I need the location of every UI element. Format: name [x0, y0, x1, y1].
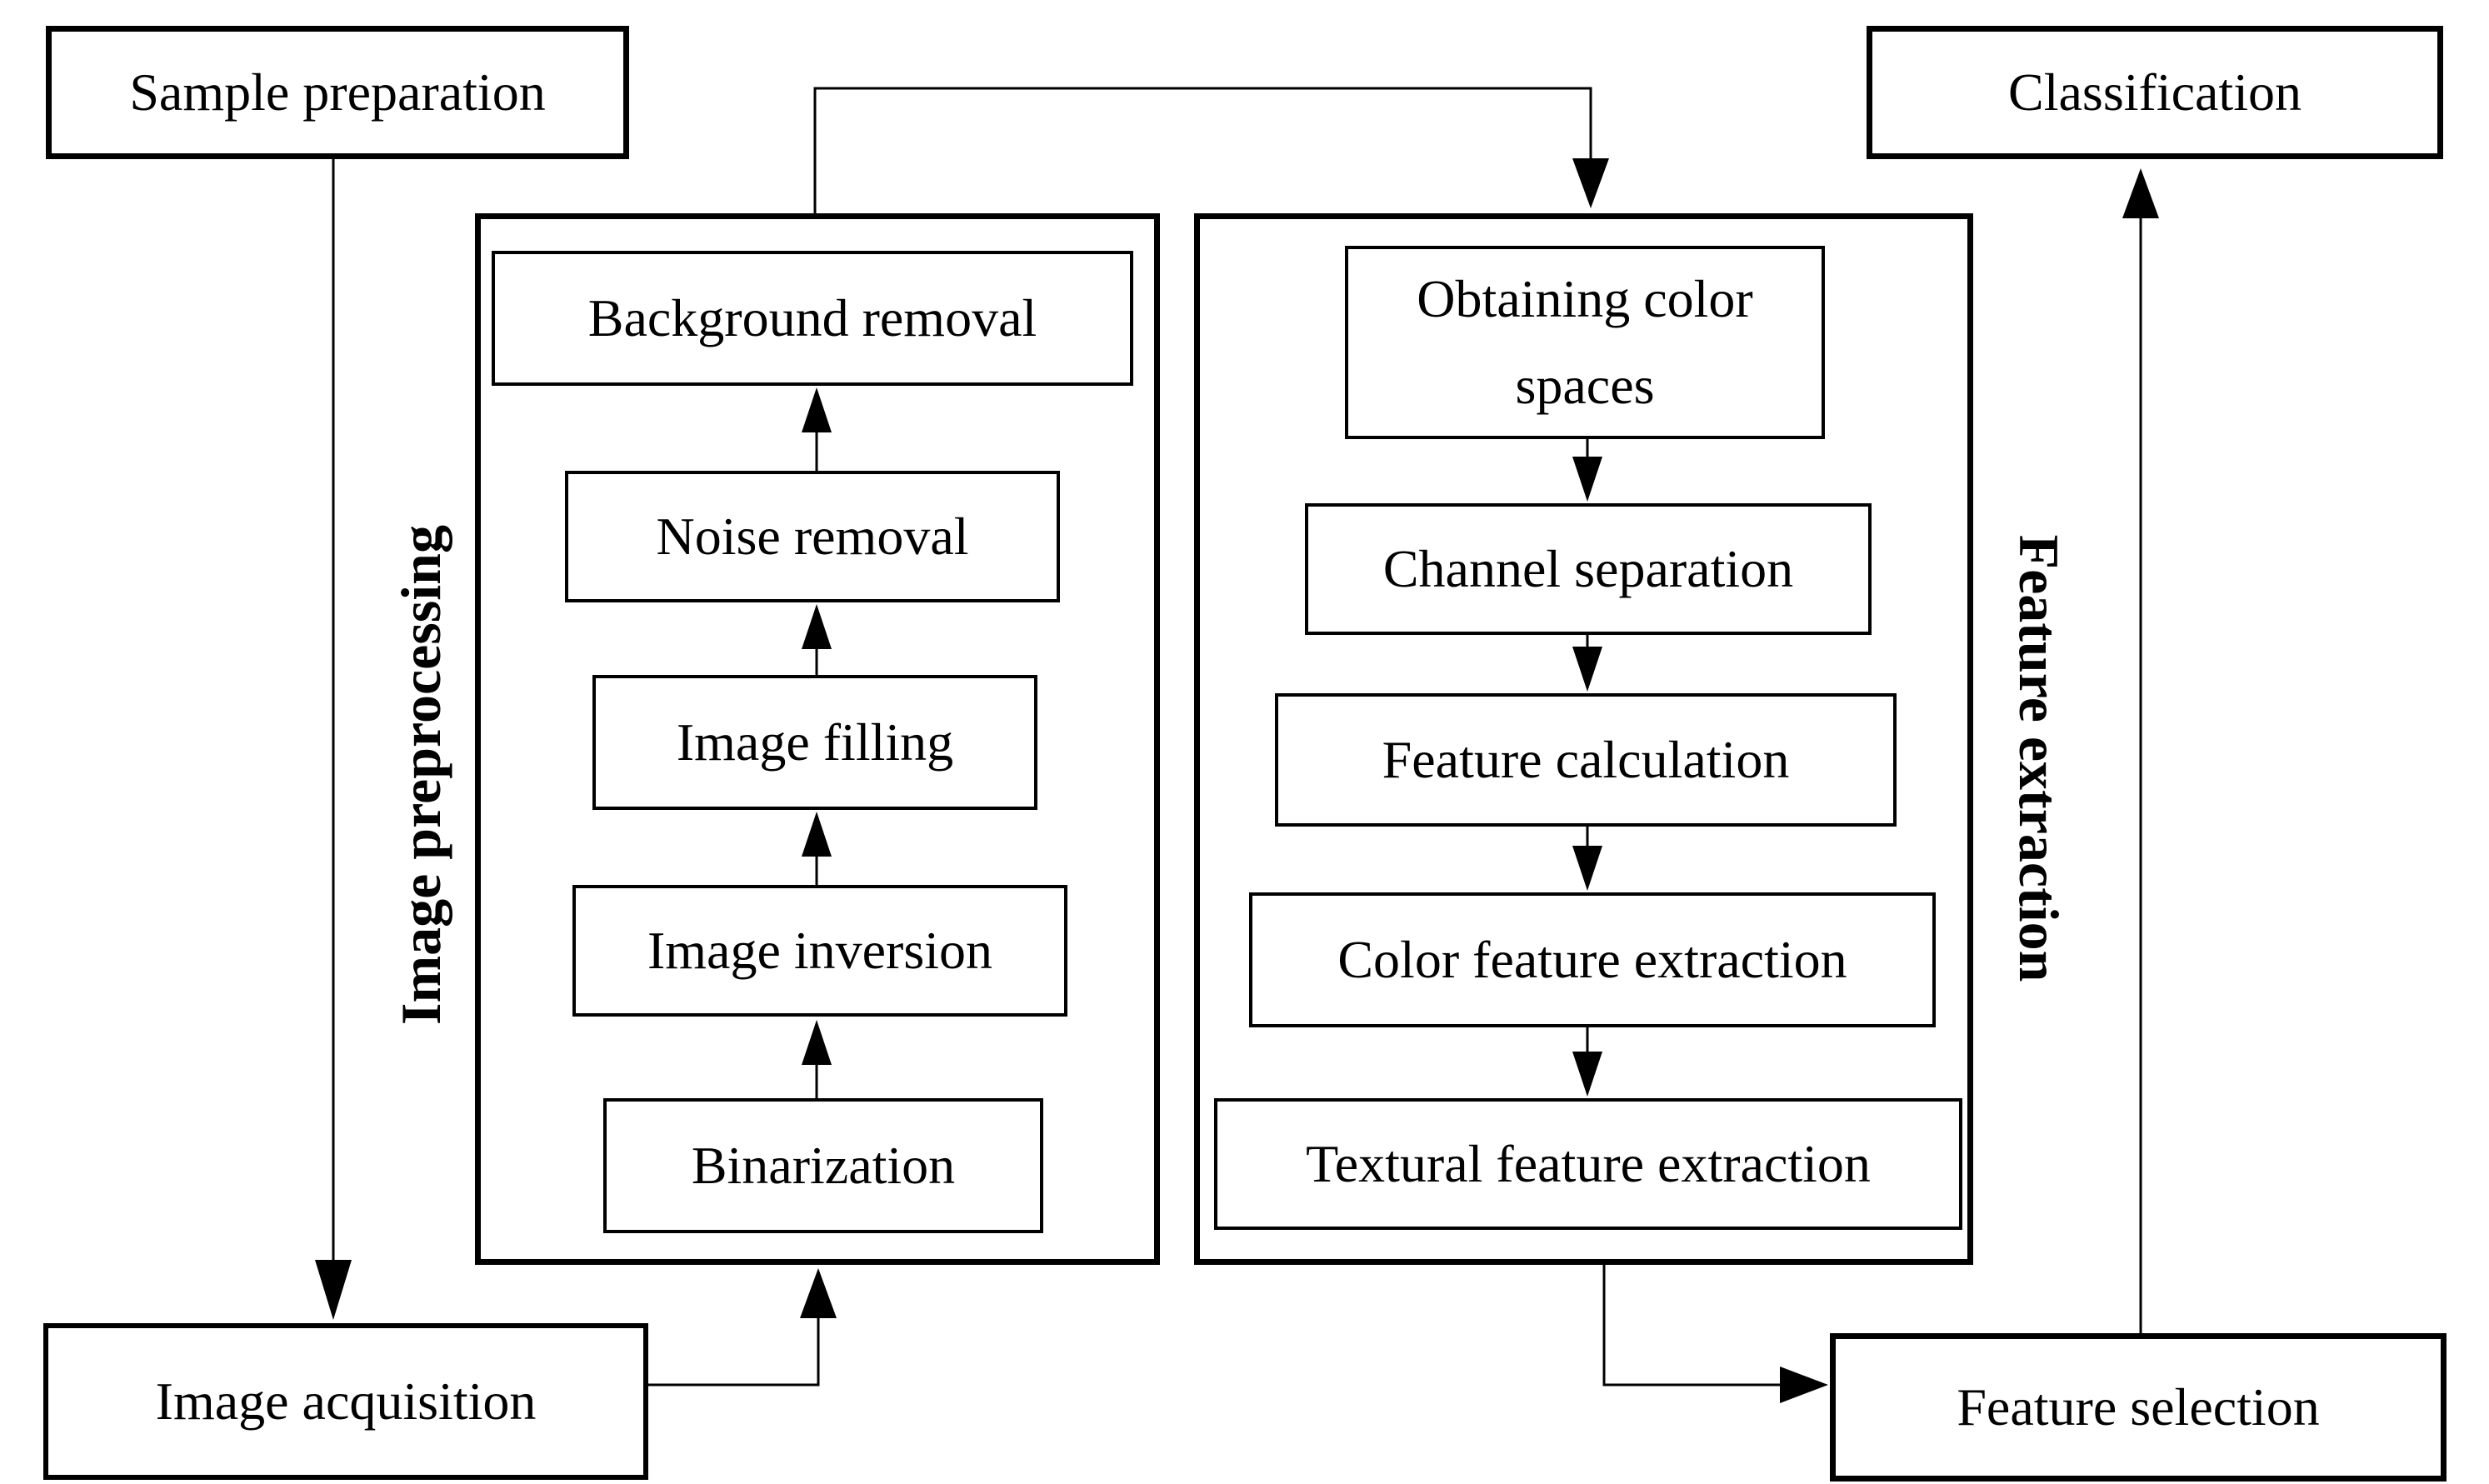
node-image-inversion: Image inversion	[572, 885, 1067, 1017]
arrowhead-up	[800, 1268, 837, 1318]
edge-noise-removal-to-background-removal	[802, 387, 832, 471]
edge-feature-calculation-to-color-feature-extraction	[1572, 827, 1602, 891]
arrowhead-down	[315, 1260, 352, 1320]
node-background-removal: Background removal	[492, 251, 1133, 386]
arrowhead-down	[1572, 1052, 1602, 1097]
node-image-acquisition: Image acquisition	[43, 1323, 648, 1480]
edge-feature-extraction-to-feature-selection	[1602, 1265, 1828, 1403]
node-color-feature-extraction-label: Color feature extraction	[1337, 929, 1847, 989]
node-obtaining-color-spaces-label: Obtaining color spaces	[1417, 269, 1753, 415]
node-channel-separation: Channel separation	[1305, 503, 1872, 635]
edge-image-acquisition-to-image-preprocessing	[648, 1268, 837, 1387]
node-obtaining-color-spaces: Obtaining color spaces	[1345, 246, 1825, 439]
node-noise-removal: Noise removal	[565, 471, 1060, 602]
group-image-preprocessing	[475, 213, 1160, 1265]
node-background-removal-label: Background removal	[587, 287, 1037, 347]
node-color-feature-extraction: Color feature extraction	[1249, 892, 1936, 1027]
group-feature-extraction	[1194, 213, 1973, 1265]
node-sample-preparation: Sample preparation	[46, 26, 629, 159]
node-feature-calculation-label: Feature calculation	[1382, 729, 1790, 789]
node-feature-calculation: Feature calculation	[1275, 693, 1897, 827]
node-noise-removal-label: Noise removal	[656, 506, 969, 566]
node-textural-feature-extraction: Textural feature extraction	[1214, 1098, 1962, 1230]
arrowhead-up	[2122, 168, 2159, 218]
node-sample-preparation-label: Sample preparation	[129, 62, 546, 122]
arrowhead-down	[1572, 846, 1602, 891]
arrowhead-up	[802, 387, 832, 432]
arrowhead-up	[802, 604, 832, 649]
node-feature-selection: Feature selection	[1830, 1333, 2447, 1482]
node-image-inversion-label: Image inversion	[647, 920, 993, 980]
node-channel-separation-label: Channel separation	[1382, 538, 1794, 598]
node-binarization-label: Binarization	[691, 1135, 956, 1195]
group-label-image-preprocessing: Image preprocessing	[389, 525, 452, 1026]
arrowhead-up	[802, 1020, 832, 1065]
edge-color-feature-extraction-to-textural-feature-extraction	[1572, 1027, 1602, 1097]
node-textural-feature-extraction-label: Textural feature extraction	[1306, 1133, 1871, 1193]
node-binarization: Binarization	[603, 1098, 1043, 1233]
node-image-filling: Image filling	[592, 675, 1037, 810]
node-classification: Classification	[1867, 26, 2443, 159]
edge-sample-preparation-to-image-acquisition	[315, 159, 352, 1320]
edge-binarization-to-image-inversion	[802, 1020, 832, 1098]
node-image-acquisition-label: Image acquisition	[155, 1371, 537, 1431]
node-image-filling-label: Image filling	[676, 712, 954, 772]
arrowhead-down	[1572, 647, 1602, 692]
edge-image-filling-to-noise-removal	[802, 604, 832, 675]
arrowhead-right	[1780, 1367, 1828, 1403]
edge-image-inversion-to-image-filling	[802, 812, 832, 885]
edge-image-preprocessing-to-feature-extraction	[813, 87, 1609, 213]
group-label-feature-extraction: Feature extraction	[2007, 534, 2071, 982]
arrowhead-down	[1572, 457, 1602, 502]
edge-channel-separation-to-feature-calculation	[1572, 635, 1602, 692]
node-feature-selection-label: Feature selection	[1957, 1377, 2320, 1437]
edge-obtaining-color-spaces-to-channel-separation	[1572, 439, 1602, 502]
node-classification-label: Classification	[2008, 62, 2302, 122]
arrowhead-up	[802, 812, 832, 857]
arrowhead-down	[1572, 158, 1609, 208]
edge-feature-selection-to-classification	[2122, 168, 2159, 1333]
